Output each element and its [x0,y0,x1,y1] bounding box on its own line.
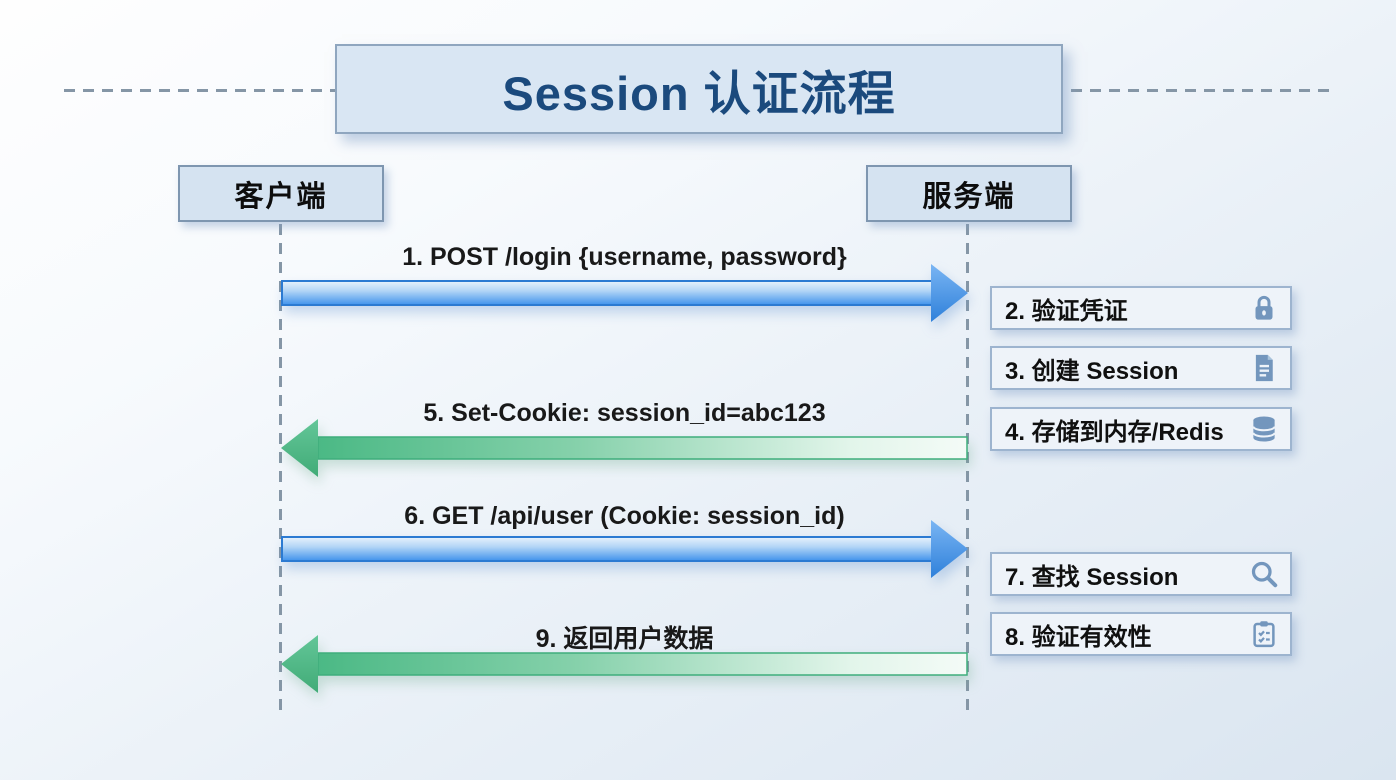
server-step-7: 7. 查找 Session [990,552,1292,596]
search-icon [1251,561,1278,588]
checklist-icon [1253,621,1275,648]
server-step-2-label: 2. 验证凭证 [1005,297,1128,325]
blue-arrow-right-icon [281,520,968,578]
server-step-8: 8. 验证有效性 [990,612,1292,656]
green-arrow-left-icon [281,419,968,477]
message-1: 1. POST /login {username, password} [281,243,968,343]
message-6: 6. GET /api/user (Cookie: session_id) [281,502,968,602]
blue-arrow-right-icon [281,264,968,322]
message-1-label: 1. POST /login {username, password} [402,243,847,271]
diagram-title-box: Session 认证流程 [335,44,1063,134]
server-step-2: 2. 验证凭证 [990,286,1292,330]
actor-client-box: 客户端 [178,165,384,222]
server-lifeline [966,224,969,718]
database-icon [1252,416,1276,442]
actor-server-box: 服务端 [866,165,1072,222]
client-lifeline [279,224,282,718]
message-9: 9. 返回用户数据 [281,619,968,719]
message-9-label: 9. 返回用户数据 [535,625,714,653]
actor-server-label: 服务端 [922,180,1016,213]
server-step-4-label: 4. 存储到内存/Redis [1005,418,1224,446]
server-step-4: 4. 存储到内存/Redis [990,407,1292,451]
server-step-3: 3. 创建 Session [990,346,1292,390]
diagram-title: Session 认证流程 [502,66,896,120]
message-6-label: 6. GET /api/user (Cookie: session_id) [404,502,845,530]
server-step-8-label: 8. 验证有效性 [1005,623,1152,651]
lock-icon [1255,295,1273,320]
message-5: 5. Set-Cookie: session_id=abc123 [281,399,968,499]
actor-client-label: 客户端 [234,180,328,213]
green-arrow-left-icon [281,635,968,693]
server-step-7-label: 7. 查找 Session [1005,563,1179,591]
document-icon [1255,354,1273,382]
message-5-label: 5. Set-Cookie: session_id=abc123 [423,399,826,427]
server-step-3-label: 3. 创建 Session [1005,357,1179,385]
